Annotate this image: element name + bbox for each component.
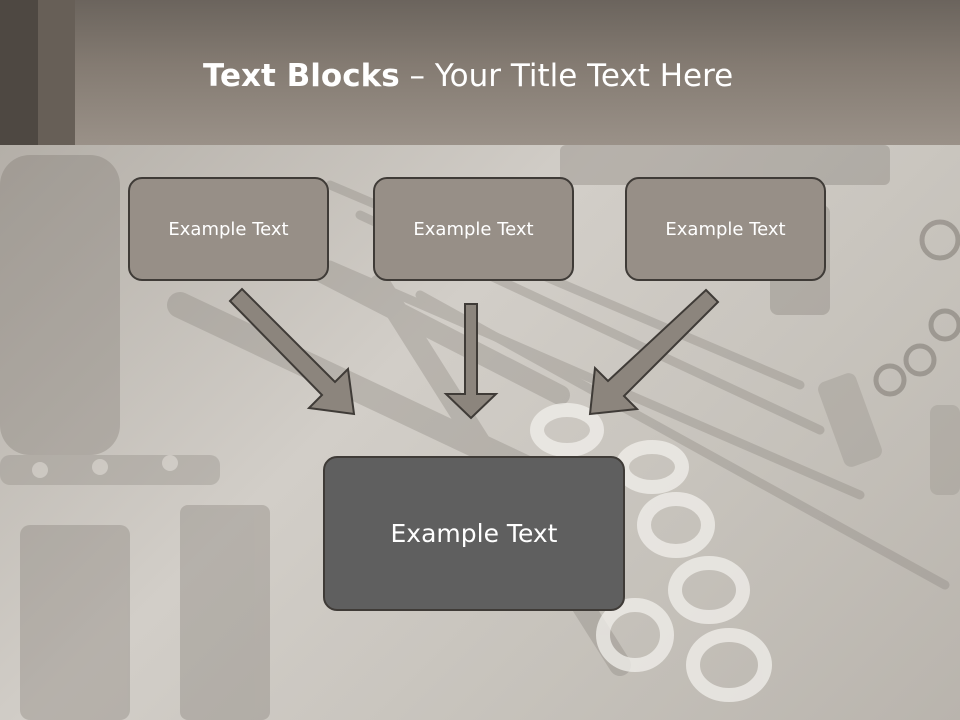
text-box-1: Example Text — [128, 177, 329, 281]
slide-title-rest: – Your Title Text Here — [399, 58, 734, 94]
slide-title: Text Blocks – Your Title Text Here — [203, 54, 733, 98]
text-box-3: Example Text — [625, 177, 826, 281]
title-band: Text Blocks – Your Title Text Here — [0, 0, 960, 145]
text-box-2: Example Text — [373, 177, 574, 281]
arrow-center — [443, 303, 499, 420]
slide-title-bold: Text Blocks — [203, 58, 400, 94]
title-accent-mid — [38, 0, 75, 145]
text-box-2-label: Example Text — [413, 218, 534, 240]
main-text-box-label: Example Text — [390, 519, 558, 548]
text-box-3-label: Example Text — [665, 218, 786, 240]
arrow-right — [588, 288, 720, 416]
title-accent-dark — [0, 0, 38, 145]
arrow-left — [228, 287, 356, 416]
text-box-1-label: Example Text — [168, 218, 289, 240]
main-text-box: Example Text — [323, 456, 625, 611]
